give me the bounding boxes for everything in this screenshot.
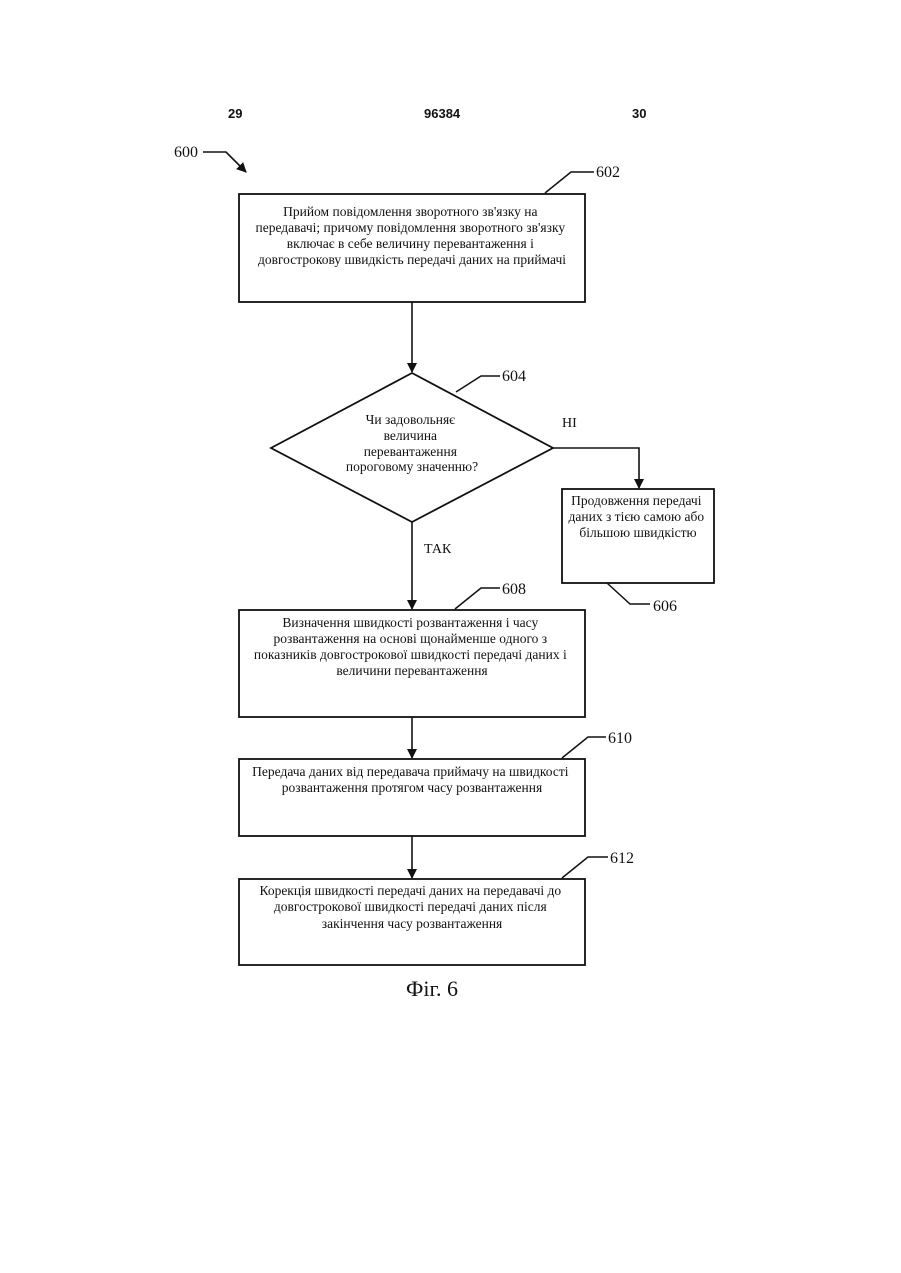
step-610-text: Передача даних від передавача приймачу н…	[252, 764, 572, 795]
step-612-text: Корекція швидкості передачі даних на пер…	[259, 883, 564, 931]
step-604-text: Чи задовольняє величина перевантаження п…	[346, 412, 478, 474]
branch-yes-label: ТАК	[424, 542, 452, 557]
step-606-text: Продовження передачі даних з тією самою …	[569, 493, 708, 540]
step-602-leader	[545, 172, 594, 193]
figure-ref-arrow	[203, 152, 246, 172]
step-602-ref: 602	[596, 164, 620, 181]
step-602-text: Прийом повідомлення зворотного зв'язку н…	[256, 204, 569, 267]
step-610-ref: 610	[608, 730, 632, 747]
step-608-ref: 608	[502, 581, 526, 598]
step-612-leader	[562, 857, 608, 878]
figure-caption: Фіг. 6	[406, 976, 458, 1001]
step-610-leader	[562, 737, 606, 758]
figure-ref-600: 600	[174, 144, 198, 161]
step-608-leader	[455, 588, 500, 609]
arrow-604-606	[553, 448, 639, 488]
step-606-leader	[607, 583, 650, 604]
step-606-ref: 606	[653, 598, 677, 615]
step-604-ref: 604	[502, 368, 526, 385]
step-604-leader	[456, 376, 500, 392]
step-612-ref: 612	[610, 850, 634, 867]
step-608-text: Визначення швидкості розвантаження і час…	[254, 615, 570, 678]
branch-no-label: НІ	[562, 416, 577, 431]
